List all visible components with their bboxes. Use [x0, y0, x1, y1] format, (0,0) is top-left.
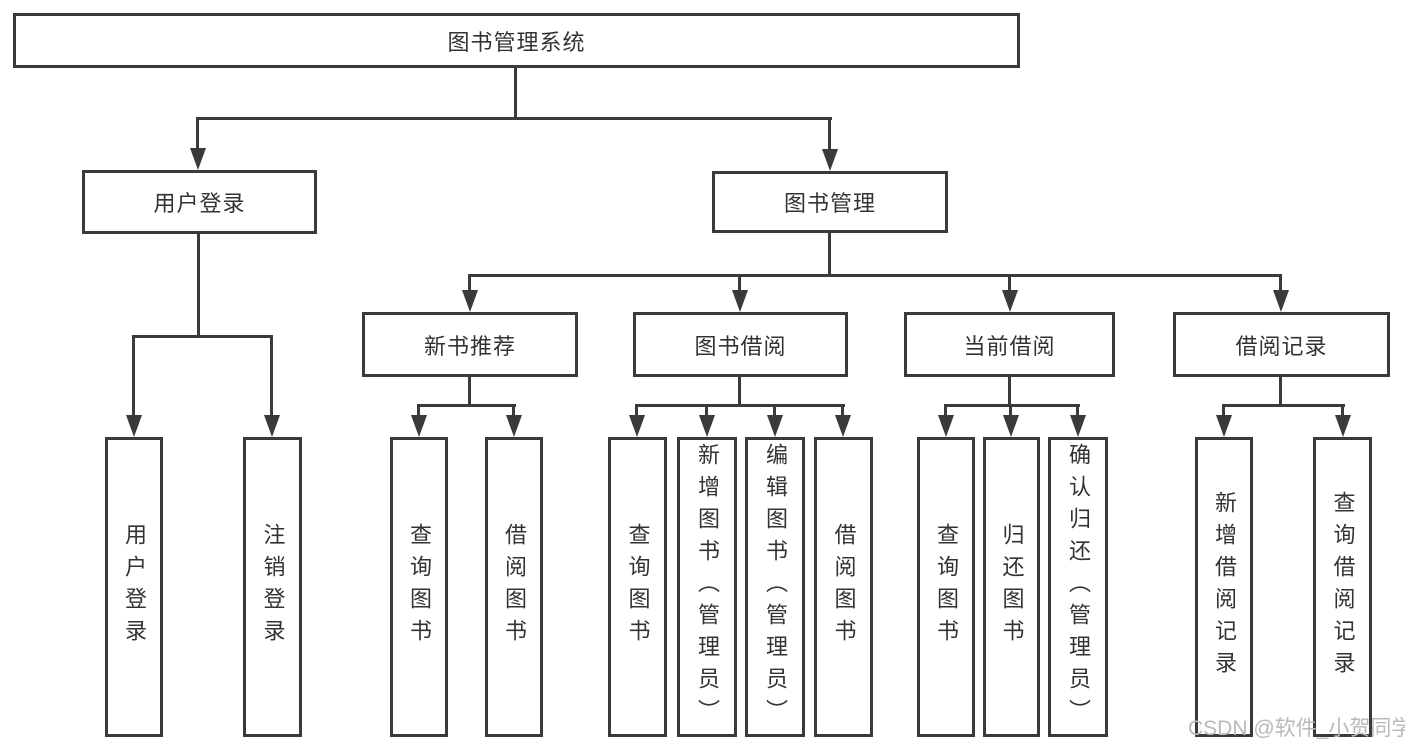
- connector-vline: [270, 335, 273, 417]
- connector-vline: [828, 117, 831, 150]
- arrow-down-icon: [462, 290, 478, 312]
- arrow-down-icon: [822, 149, 838, 171]
- connector-vline: [417, 404, 420, 419]
- connector-vline: [841, 404, 844, 419]
- leaf-current-query-books-label: 查询图书: [934, 523, 959, 651]
- connector-vline: [1279, 377, 1282, 407]
- leaf-borrow-query-books: 查询图书: [608, 437, 667, 737]
- node-book-management: 图书管理: [712, 171, 948, 233]
- connector-vline: [635, 404, 638, 419]
- leaf-user-login-label: 用户登录: [122, 523, 147, 651]
- connector-hline: [635, 404, 845, 407]
- connector-vline: [1009, 404, 1012, 419]
- leaf-newbook-borrow-books: 借阅图书: [485, 437, 543, 737]
- node-book-borrow-label: 图书借阅: [694, 333, 787, 359]
- leaf-newbook-query-books-label: 查询图书: [407, 523, 432, 651]
- leaf-current-return-books-label: 归还图书: [999, 523, 1025, 651]
- arrow-down-icon: [699, 415, 715, 437]
- leaf-current-confirm-return-admin: 确认归还（管理员）: [1048, 437, 1108, 737]
- connector-vline: [705, 404, 708, 419]
- arrow-down-icon: [1216, 415, 1232, 437]
- connector-hline: [468, 274, 1282, 277]
- arrow-down-icon: [938, 415, 954, 437]
- connector-vline: [1341, 404, 1344, 419]
- leaf-borrow-add-books-admin: 新增图书（管理员）: [677, 437, 737, 737]
- leaf-current-confirm-return-admin-label: 确认归还（管理员）: [1066, 443, 1091, 731]
- connector-vline: [738, 274, 741, 294]
- connector-vline: [196, 117, 199, 149]
- leaf-user-login: 用户登录: [105, 437, 163, 737]
- csdn-watermark: CSDN @软件_小贺同学: [1188, 717, 1405, 740]
- leaf-borrow-edit-books-admin-label: 编辑图书（管理员）: [763, 443, 788, 731]
- arrow-down-icon: [264, 415, 280, 437]
- connector-hline: [417, 404, 516, 407]
- node-new-book-recommend-label: 新书推荐: [423, 333, 516, 359]
- connector-vline: [514, 68, 517, 120]
- leaf-current-query-books: 查询图书: [917, 437, 975, 737]
- connector-vline: [944, 404, 947, 419]
- leaf-record-query-borrow-record: 查询借阅记录: [1313, 437, 1372, 737]
- node-book-borrow: 图书借阅: [633, 312, 848, 377]
- connector-hline: [1222, 404, 1345, 407]
- node-user-login: 用户登录: [82, 170, 317, 234]
- arrow-down-icon: [190, 148, 206, 170]
- arrow-down-icon: [1070, 415, 1086, 437]
- leaf-borrow-edit-books-admin: 编辑图书（管理员）: [745, 437, 805, 737]
- leaf-newbook-borrow-books-label: 借阅图书: [502, 523, 527, 651]
- leaf-current-return-books: 归还图书: [983, 437, 1040, 737]
- node-current-borrow: 当前借阅: [904, 312, 1115, 377]
- node-current-borrow-label: 当前借阅: [963, 333, 1056, 359]
- connector-vline: [197, 234, 200, 338]
- leaf-record-add-borrow-record-label: 新增借阅记录: [1212, 491, 1237, 683]
- connector-vline: [828, 233, 831, 277]
- connector-vline: [773, 404, 776, 419]
- connector-vline: [1008, 377, 1011, 407]
- arrow-down-icon: [126, 415, 142, 437]
- node-borrow-record-label: 借阅记录: [1235, 333, 1328, 359]
- connector-vline: [738, 377, 741, 407]
- connector-vline: [1279, 274, 1282, 294]
- node-book-management-label: 图书管理: [783, 191, 876, 216]
- leaf-logout: 注销登录: [243, 437, 302, 737]
- node-new-book-recommend: 新书推荐: [362, 312, 578, 377]
- leaf-logout-label: 注销登录: [260, 523, 286, 651]
- arrow-down-icon: [629, 415, 645, 437]
- node-borrow-record: 借阅记录: [1173, 312, 1390, 377]
- leaf-newbook-query-books: 查询图书: [390, 437, 448, 737]
- connector-vline: [468, 274, 471, 294]
- arrow-down-icon: [506, 415, 522, 437]
- leaf-record-query-borrow-record-label: 查询借阅记录: [1330, 491, 1356, 683]
- leaf-borrow-query-books-label: 查询图书: [625, 523, 651, 651]
- leaf-borrow-borrow-books-label: 借阅图书: [831, 523, 857, 651]
- arrow-down-icon: [835, 415, 851, 437]
- node-user-login-label: 用户登录: [153, 191, 246, 216]
- arrow-down-icon: [1335, 415, 1351, 437]
- connector-vline: [512, 404, 515, 419]
- connector-vline: [468, 377, 471, 407]
- connector-vline: [1222, 404, 1225, 419]
- leaf-borrow-add-books-admin-label: 新增图书（管理员）: [695, 443, 720, 731]
- arrow-down-icon: [767, 415, 783, 437]
- connector-vline: [132, 335, 135, 417]
- arrow-down-icon: [1003, 415, 1019, 437]
- arrow-down-icon: [411, 415, 427, 437]
- node-root: 图书管理系统: [13, 13, 1020, 68]
- connector-hline: [944, 404, 1080, 407]
- arrow-down-icon: [1273, 290, 1289, 312]
- arrow-down-icon: [732, 290, 748, 312]
- leaf-record-add-borrow-record: 新增借阅记录: [1195, 437, 1253, 737]
- leaf-borrow-borrow-books: 借阅图书: [814, 437, 873, 737]
- connector-hline: [197, 117, 832, 120]
- arrow-down-icon: [1002, 290, 1018, 312]
- connector-vline: [1076, 404, 1079, 419]
- connector-hline: [132, 335, 273, 338]
- connector-vline: [1008, 274, 1011, 294]
- node-root-label: 图书管理系统: [447, 29, 586, 55]
